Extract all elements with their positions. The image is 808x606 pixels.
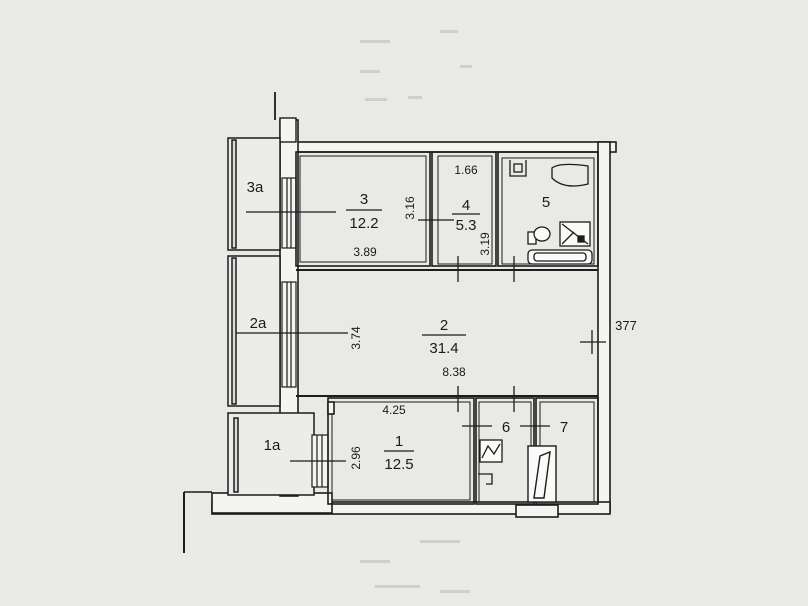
room-3-depth: 3.16	[403, 196, 417, 220]
room-2a-number: 2a	[250, 315, 267, 332]
interior-walls	[295, 151, 599, 518]
dimension-lines	[236, 211, 550, 462]
room-4-area: 5.3	[456, 217, 477, 234]
stove-icon	[479, 439, 503, 463]
toilet-icon	[527, 226, 551, 245]
room-1-depth: 2.96	[349, 446, 363, 470]
room-3-area: 12.2	[349, 215, 378, 232]
room-2-depth: 3.74	[349, 326, 363, 350]
room-7-number: 7	[560, 419, 568, 436]
corner-label: 377	[615, 318, 637, 333]
room-4-depth: 3.19	[478, 232, 492, 256]
room-1-number: 1	[395, 433, 403, 450]
utility-riser-icon	[527, 445, 557, 503]
room-1-width: 4.25	[382, 403, 406, 417]
sink-icon	[559, 221, 591, 247]
room-3-width: 3.89	[353, 245, 377, 259]
room-3a-number: 3a	[247, 179, 264, 196]
bathtub-icon	[527, 249, 593, 265]
door-markers	[457, 256, 606, 412]
background-smudges	[360, 30, 472, 593]
room-6-number: 6	[502, 419, 510, 436]
loggias	[227, 137, 315, 496]
room-4-number: 4	[462, 197, 470, 214]
room-3-number: 3	[360, 191, 368, 208]
shower-icon	[509, 160, 589, 187]
room-2-area: 31.4	[429, 340, 458, 357]
room-1a-number: 1a	[264, 437, 281, 454]
windows	[281, 177, 329, 488]
room-1-area: 12.5	[384, 456, 413, 473]
kitchen-sink-icon	[478, 473, 493, 485]
room-labels: 3a 3 12.2 3.89 3.16 1.66 4 5.3 3.19 5 2a…	[247, 163, 637, 473]
room-5-number: 5	[542, 194, 550, 211]
room-2-number: 2	[440, 317, 448, 334]
room-2-width: 8.38	[442, 365, 466, 379]
room-4-width: 1.66	[454, 163, 478, 177]
